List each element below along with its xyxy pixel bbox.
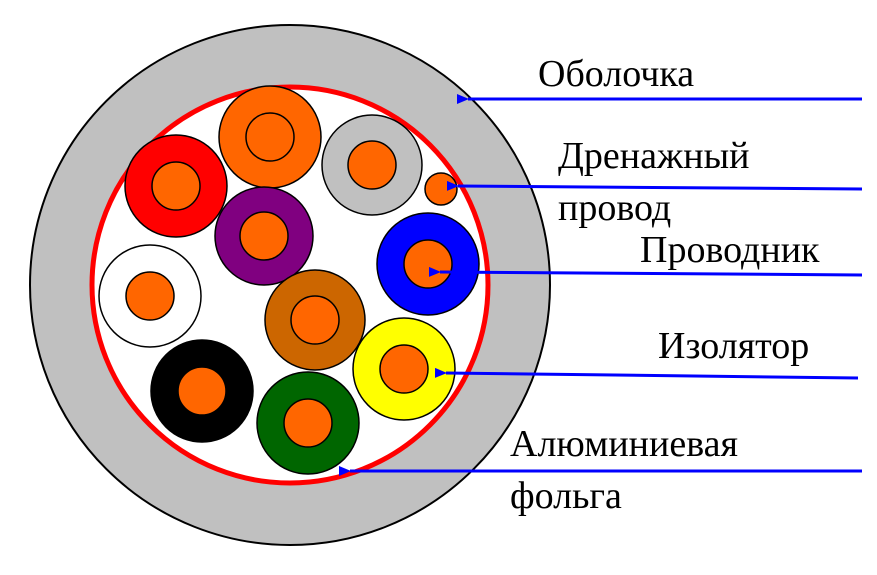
conductor-core xyxy=(290,295,340,345)
wire-brown xyxy=(264,269,366,371)
label-insulator: Изолятор xyxy=(658,325,810,367)
wire-green xyxy=(256,371,360,475)
arrow-drain xyxy=(446,180,863,191)
arrow-conductor xyxy=(428,266,863,277)
conductor-core xyxy=(151,161,201,211)
wire-yellow xyxy=(352,317,456,421)
conductor-core xyxy=(125,271,175,321)
label-conductor: Проводник xyxy=(640,229,820,271)
wire-red xyxy=(124,134,228,238)
label-sheath: Оболочка xyxy=(538,53,695,95)
conductor-core xyxy=(239,211,289,261)
label-drain-wire-line1: Дренажный xyxy=(558,135,750,177)
label-drain-wire-line2: провод xyxy=(558,187,672,229)
arrow-insulator xyxy=(434,367,859,380)
wire-white xyxy=(98,244,202,348)
conductor-core xyxy=(379,344,429,394)
label-foil-line1: Алюминиевая xyxy=(510,423,738,465)
wire-black xyxy=(150,339,254,443)
conductor-core xyxy=(347,140,397,190)
wire-gray xyxy=(321,114,423,216)
label-foil-line2: фольга xyxy=(510,475,622,517)
conductor-core xyxy=(283,398,333,448)
conductor-core xyxy=(245,112,295,162)
wire-orange xyxy=(218,85,322,189)
wire-blue xyxy=(376,212,480,316)
conductor-core xyxy=(177,366,227,416)
drain-wire xyxy=(424,172,458,206)
wire-purple xyxy=(214,186,314,286)
conductor-core xyxy=(403,239,453,289)
